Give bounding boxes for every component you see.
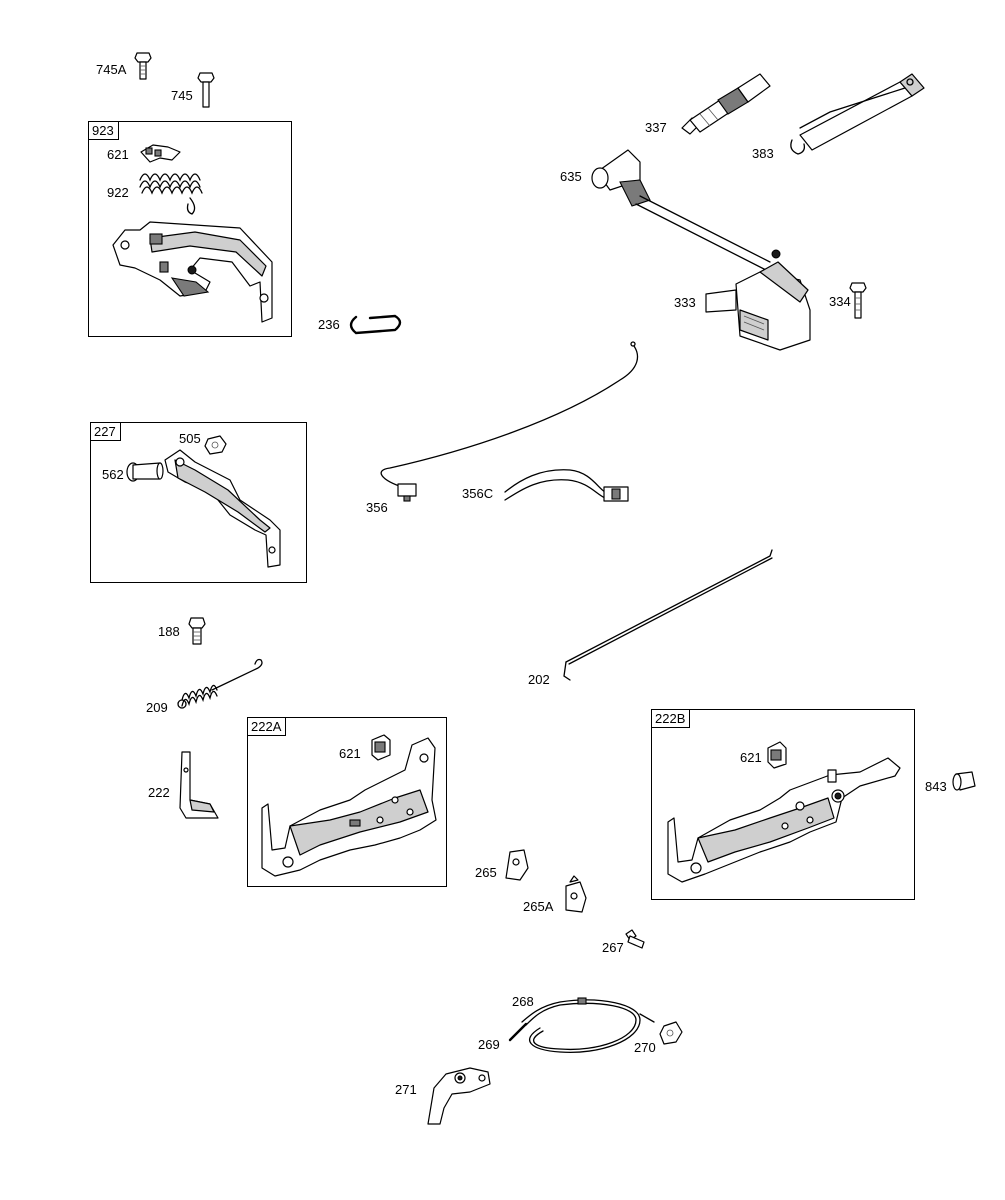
callout-621-222b: 621 — [740, 750, 762, 765]
group-label-923: 923 — [89, 122, 119, 140]
callout-188: 188 — [158, 624, 180, 639]
lever-227 — [164, 449, 281, 568]
callout-505: 505 — [179, 431, 201, 446]
callout-334: 334 — [829, 294, 851, 309]
callout-236: 236 — [318, 317, 340, 332]
callout-265: 265 — [475, 865, 497, 880]
armature-333 — [705, 249, 811, 351]
callout-745a: 745A — [96, 62, 127, 77]
screw-267 — [625, 929, 645, 949]
group-label-222b: 222B — [652, 710, 691, 728]
spring-922 — [139, 173, 203, 215]
callout-745: 745 — [171, 88, 193, 103]
callout-269: 269 — [478, 1037, 500, 1052]
callout-337: 337 — [645, 120, 667, 135]
callout-356: 356 — [366, 500, 388, 515]
bracket-923 — [112, 221, 273, 323]
wire-356c — [504, 469, 629, 502]
callout-843: 843 — [925, 779, 947, 794]
screw-334 — [849, 282, 867, 319]
bolt-188 — [188, 617, 206, 645]
bracket-271 — [427, 1067, 491, 1125]
bracket-222a — [261, 737, 437, 877]
nut-505 — [204, 435, 227, 455]
tool-383 — [790, 73, 925, 155]
group-box-222a — [247, 717, 447, 887]
callout-635: 635 — [560, 169, 582, 184]
wire-356 — [380, 341, 639, 502]
callout-267: 267 — [602, 940, 624, 955]
bracket-222 — [179, 751, 219, 819]
callout-222: 222 — [148, 785, 170, 800]
callout-383: 383 — [752, 146, 774, 161]
bolt-745a — [134, 52, 152, 80]
cable-268 — [508, 997, 655, 1054]
boot-635 — [591, 149, 771, 271]
pin-562 — [126, 462, 164, 482]
rod-202 — [563, 549, 773, 681]
bracket-265a — [565, 875, 587, 913]
group-label-227: 227 — [91, 423, 121, 441]
clip-621-222b — [767, 741, 787, 769]
nut-270 — [659, 1021, 683, 1045]
callout-922: 922 — [107, 185, 129, 200]
bracket-222b — [667, 757, 901, 883]
callout-562: 562 — [102, 467, 124, 482]
group-box-222b — [651, 709, 915, 900]
group-box-923 — [88, 121, 292, 337]
callout-621-222a: 621 — [339, 746, 361, 761]
callout-202: 202 — [528, 672, 550, 687]
bolt-745 — [197, 72, 215, 108]
spring-209 — [177, 658, 263, 709]
callout-621-top: 621 — [107, 147, 129, 162]
callout-270: 270 — [634, 1040, 656, 1055]
callout-356c: 356C — [462, 486, 494, 501]
callout-271: 271 — [395, 1082, 417, 1097]
group-label-222a: 222A — [248, 718, 287, 736]
clip-621-top — [140, 144, 181, 163]
group-box-227 — [90, 422, 307, 583]
bracket-265 — [505, 849, 529, 881]
callout-333: 333 — [674, 295, 696, 310]
spark-plug-337 — [681, 73, 771, 135]
callout-268: 268 — [512, 994, 534, 1009]
callout-265a: 265A — [523, 899, 554, 914]
cap-843 — [952, 771, 976, 791]
clip-621-222a — [371, 734, 391, 761]
callout-209: 209 — [146, 700, 168, 715]
link-236 — [349, 314, 402, 335]
